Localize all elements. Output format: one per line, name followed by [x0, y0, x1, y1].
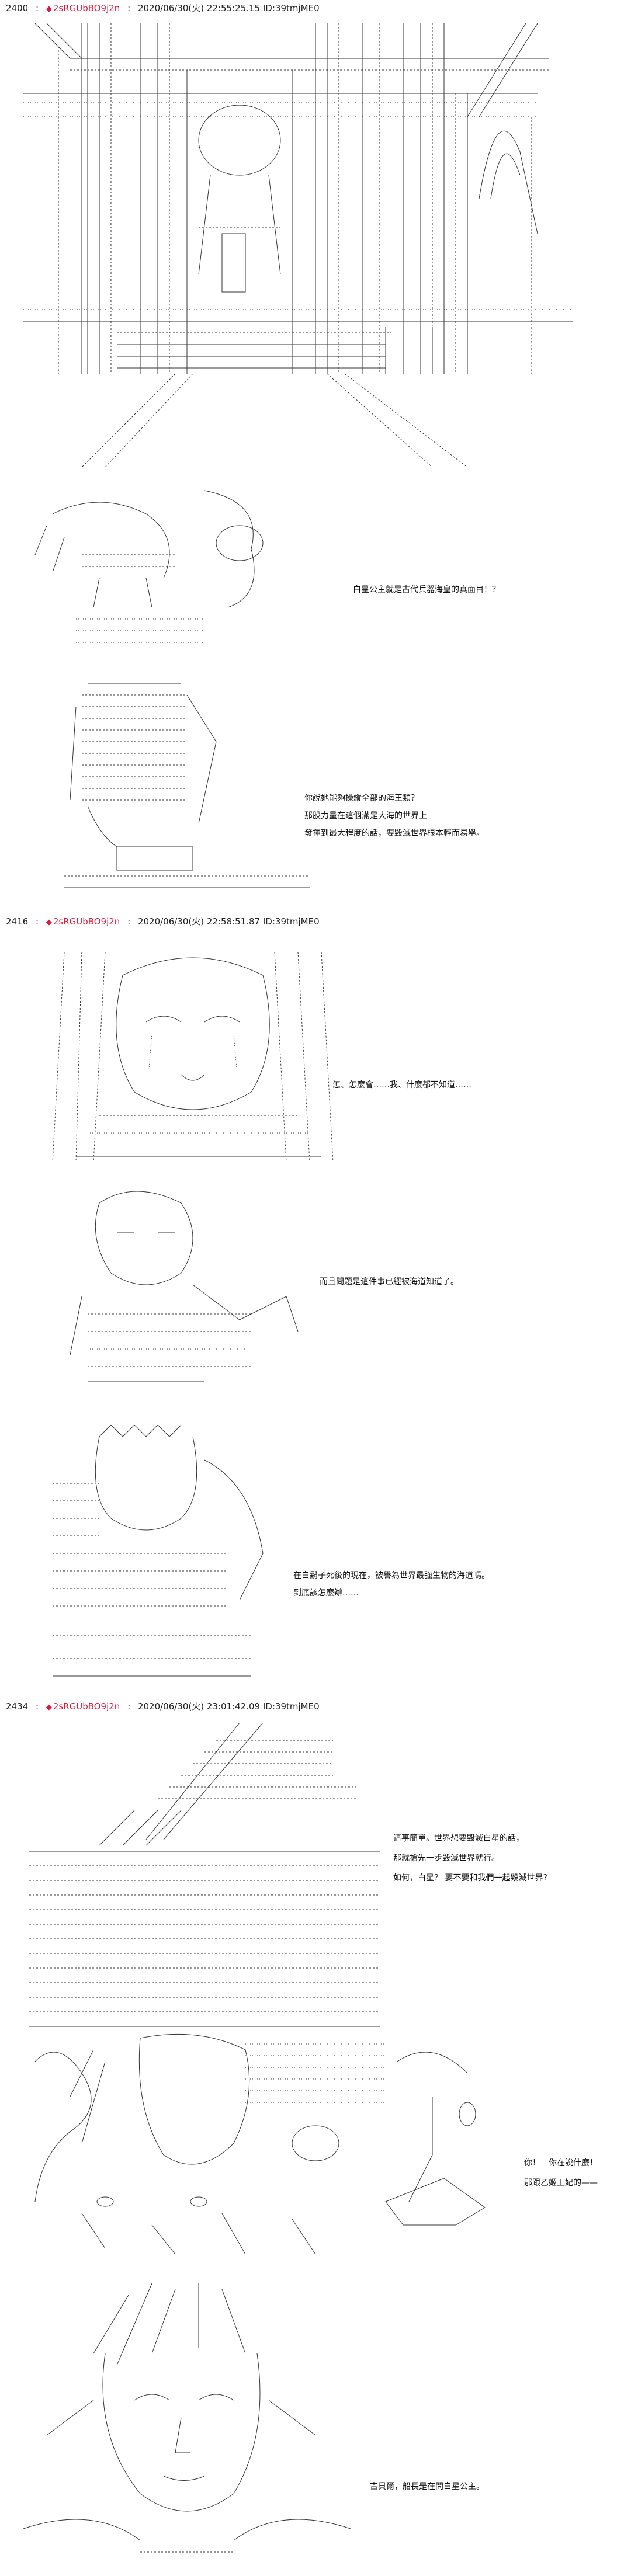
- ascii-art-hat-brim-closeup: [29, 1723, 391, 2038]
- dialogue: 在白鬍子死後的現在，被譽為世界最強生物的海道嗎。 到底該怎麼辦……: [293, 1567, 490, 1602]
- dialogue: 你說她能夠操縱全部的海王類？ 那股力量在這個滿是大海的世界上 發揮到最大程度的話…: [304, 790, 484, 842]
- dialogue-line: 在白鬍子死後的現在，被譽為世界最強生物的海道嗎。: [293, 1571, 490, 1580]
- post-number[interactable]: 2416: [6, 916, 29, 927]
- dialogue-line: 怎、怎麼會……我、什麼都不知道……: [332, 1080, 471, 1090]
- trip-code[interactable]: 2sRGUbBO9j2n: [53, 3, 120, 13]
- red-diamond-icon: ◆: [46, 5, 52, 13]
- separator: :: [127, 916, 131, 927]
- dialogue: 你！ 你在說什麼！ 那跟乙姬王妃的——: [524, 2153, 598, 2193]
- dialogue: 這事簡單。世界想要毀滅白星的話， 那就搶先一步毀滅世界就行。 如何，白星？ 要不…: [393, 1828, 551, 1888]
- dialogue-line: 那股力量在這個滿是大海的世界上: [304, 811, 427, 821]
- separator: :: [35, 916, 39, 927]
- ascii-art-floor-perspective-lines: [70, 374, 491, 467]
- post-header: 2400 : ◆2sRGUbBO9j2n : 2020/06/30(火) 22:…: [6, 2, 320, 15]
- dialogue-line: 吉貝爾，船長是在問白星公主。: [370, 2482, 484, 2491]
- post-header: 2416 : ◆2sRGUbBO9j2n : 2020/06/30(火) 22:…: [6, 916, 320, 929]
- dialogue-line: 發揮到最大程度的話，要毀滅世界根本輕而易舉。: [304, 829, 484, 838]
- dialogue-line: 你說她能夠操縱全部的海王類？: [304, 794, 419, 803]
- dialogue-line: 你！ 你在說什麼！: [524, 2158, 598, 2168]
- post-number[interactable]: 2434: [6, 1701, 29, 1712]
- post-datetime: 2020/06/30(火) 22:55:25.15: [137, 3, 261, 13]
- dialogue-line: 而且問題是這件事已經被海道知道了。: [320, 1277, 459, 1287]
- ascii-art-character-with-sword: [64, 1180, 310, 1390]
- ascii-art-group-reaction: [23, 2026, 526, 2260]
- post-id[interactable]: ID:39tmjME0: [262, 3, 320, 13]
- dialogue-line: 到底該怎麼辦……: [293, 1588, 359, 1598]
- ascii-art-throne-room-with-figure: [23, 23, 573, 374]
- ascii-art-character-shocked: [29, 479, 286, 654]
- post-datetime: 2020/06/30(火) 23:01:42.09: [137, 1701, 261, 1712]
- red-diamond-icon: ◆: [46, 918, 52, 927]
- dialogue-line: 那跟乙姬王妃的——: [524, 2178, 598, 2188]
- post-id[interactable]: ID:39tmjME0: [262, 1701, 320, 1712]
- red-diamond-icon: ◆: [46, 1703, 52, 1712]
- separator: :: [35, 1701, 39, 1712]
- dialogue-line: 那就搶先一步毀滅世界就行。: [393, 1854, 500, 1863]
- dialogue: 白星公主就是古代兵器海皇的真面目！？: [353, 581, 500, 599]
- post-datetime: 2020/06/30(火) 22:58:51.87: [137, 916, 261, 927]
- dialogue-line: 白星公主就是古代兵器海皇的真面目！？: [353, 585, 500, 595]
- post-header: 2434 : ◆2sRGUbBO9j2n : 2020/06/30(火) 23:…: [6, 1701, 320, 1713]
- ascii-art-character-profile: [64, 672, 310, 894]
- dialogue: 怎、怎麼會……我、什麼都不知道……: [332, 1076, 471, 1094]
- ascii-art-character-face: [23, 2283, 351, 2570]
- separator: :: [127, 1701, 131, 1712]
- separator: :: [35, 3, 39, 13]
- dialogue-line: 這事簡單。世界想要毀滅白星的話，: [393, 1834, 524, 1843]
- post-number[interactable]: 2400: [6, 3, 29, 13]
- dialogue: 吉貝爾，船長是在問白星公主。: [370, 2478, 484, 2495]
- trip-code[interactable]: 2sRGUbBO9j2n: [53, 1701, 120, 1712]
- separator: :: [127, 3, 131, 13]
- ascii-art-character-seated: [41, 1425, 286, 1682]
- ascii-art-crying-figure: [29, 940, 356, 1174]
- trip-code[interactable]: 2sRGUbBO9j2n: [53, 916, 120, 927]
- dialogue: 而且問題是這件事已經被海道知道了。: [320, 1273, 459, 1291]
- dialogue-line: 如何，白星？ 要不要和我們一起毀滅世界？: [393, 1873, 552, 1883]
- post-id[interactable]: ID:39tmjME0: [262, 916, 320, 927]
